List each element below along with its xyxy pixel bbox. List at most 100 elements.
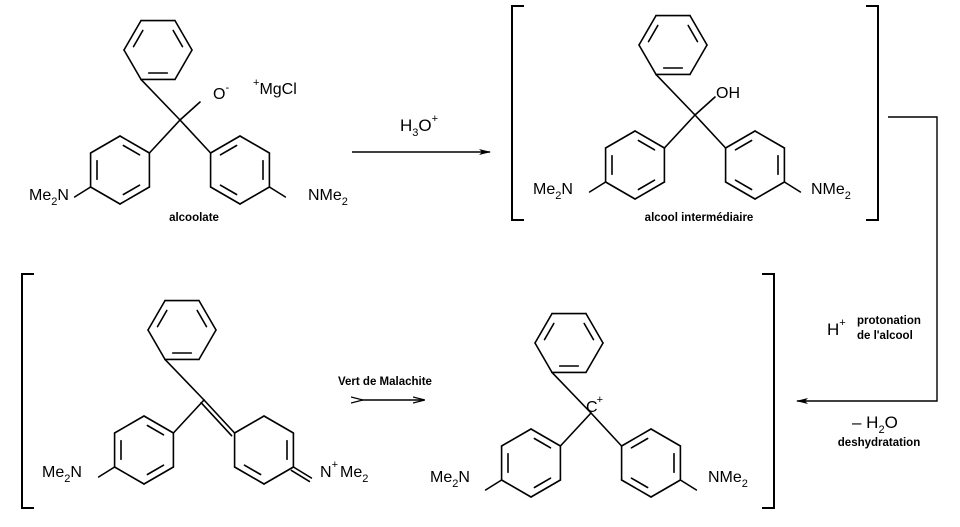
alcool-label: alcool intermédiaire	[645, 212, 754, 224]
carbocation-bond-right	[590, 412, 623, 447]
carbocation-aryl-right-bond	[620, 479, 652, 498]
alcoolate-phenyl-bond	[174, 19, 193, 51]
alcool-me2n-left: Me2N	[533, 181, 573, 202]
malachite-exo-double-bond	[200, 401, 233, 437]
carbocation-aryl-left-double-bond	[533, 477, 552, 489]
alcoolate-aryl-left-bond	[119, 135, 151, 154]
carbocation-me2n-left: Me2N	[430, 469, 470, 490]
malachite-phenyl-bond	[198, 329, 217, 361]
bracket-product-left	[21, 273, 34, 509]
malachite-aryl-left-double-bond	[146, 424, 165, 436]
alcoolate-aryl-right-double-bond	[219, 144, 238, 156]
alcoolate-bond-n-right	[268, 186, 287, 198]
alcool-bond-n-right	[783, 181, 802, 193]
alcoolate-nme2-right: NMe2	[308, 187, 348, 208]
alcool-aryl-left-double-bond	[637, 179, 656, 191]
carbocation-phenyl-bond	[585, 312, 604, 344]
alcoolate-aryl-right-double-bond	[219, 184, 238, 196]
alcool-aryl-left-double-bond	[637, 139, 656, 151]
malachite-aryl-left-bond	[113, 466, 145, 485]
carbocation-nme2-right: NMe2	[708, 469, 748, 490]
dehydration-label: deshydratation	[838, 437, 920, 449]
carbocation-phenyl-bond	[534, 312, 553, 344]
malachite-bond-left	[172, 399, 205, 434]
alcool-aryl-right-double-bond	[734, 179, 753, 191]
malachite-aryl-right-bond	[263, 415, 295, 434]
malachite-aryl-left-bond	[143, 466, 175, 485]
carbocation-phenyl-double-bond	[583, 322, 595, 341]
alcoolate-bond-phenyl	[140, 78, 181, 121]
alcoolate-aryl-right-bond	[239, 135, 271, 154]
alcool-phenyl-bond	[689, 14, 708, 46]
alcool-aryl-right-bond	[754, 130, 786, 149]
carbocation-aryl-left-bond	[530, 428, 562, 447]
alcoolate-aryl-left-bond	[89, 186, 121, 205]
structures	[73, 14, 802, 498]
protonation-label-line1: protonation	[857, 315, 921, 327]
alcoolate-me2n-left: Me2N	[29, 187, 69, 208]
protonation-label-line2: de l'alcool	[857, 330, 913, 342]
reaction-arrow-dehydration	[796, 116, 938, 404]
carbocation-aryl-left-bond	[530, 479, 562, 498]
carbocation-phenyl-double-bond	[543, 322, 555, 341]
carbocation-aryl-right-double-bond	[630, 437, 649, 449]
malachite-aryl-right-double-bond	[243, 464, 262, 476]
alcool-phenyl-bond	[638, 14, 657, 46]
elimination-h2o: – H2O	[852, 413, 898, 436]
alcool-bond-right	[694, 114, 727, 149]
malachite-aryl-right-bond	[233, 415, 265, 434]
malachite-bond-phenyl	[164, 358, 205, 401]
carbocation-bond-phenyl	[551, 371, 592, 414]
carbocation-aryl-left-double-bond	[533, 437, 552, 449]
alcoolate-aryl-right-bond	[239, 186, 271, 205]
carbocation-aryl-right-double-bond	[630, 477, 649, 489]
alcoolate-phenyl-double-bond	[172, 29, 184, 48]
alcoolate-aryl-right-bond	[209, 135, 241, 154]
alcool-aryl-left-bond	[604, 130, 636, 149]
carbocation-aryl-left-bond	[500, 479, 532, 498]
alcool-phenyl-bond	[689, 44, 708, 76]
carbocation-phenyl-bond	[585, 342, 604, 374]
malachite-aryl-right-bond	[233, 466, 265, 485]
malachite-aryl-right-bond	[263, 466, 295, 485]
alcool-bond-left	[663, 114, 696, 149]
alcool-phenyl-double-bond	[647, 24, 659, 43]
alcoolate-bond-n-left	[73, 186, 92, 198]
alcool-bond-oxygen	[694, 96, 716, 116]
malachite-phenyl-bond	[198, 299, 217, 331]
carbocation-bond-n-left	[484, 479, 503, 491]
reagent-h-plus: H+	[827, 317, 846, 339]
alcool-nme2-right: NMe2	[811, 181, 851, 202]
alcoolate-phenyl-bond	[174, 49, 193, 81]
carbocation-aryl-right-bond	[650, 428, 682, 447]
alcoolate-aryl-left-bond	[89, 135, 121, 154]
alcool-aryl-right-bond	[754, 181, 786, 200]
alcoolate-phenyl-bond	[123, 19, 142, 51]
alcoolate-aryl-right-bond	[209, 186, 241, 205]
carbocation-phenyl-bond	[534, 342, 553, 374]
alcool-aryl-left-bond	[634, 130, 666, 149]
bracket-alcool-left	[511, 5, 524, 221]
malachite-iminium-double-bond	[290, 469, 311, 483]
alcoolate-label: alcoolate	[169, 212, 219, 224]
alcool-bond-n-left	[588, 181, 607, 193]
malachite-phenyl-bond	[147, 299, 166, 331]
bracket-product-right	[762, 273, 775, 509]
counterion-mgcl: +MgCl	[253, 77, 297, 98]
carbocation-bond-n-right	[679, 479, 698, 491]
alcool-aryl-right-double-bond	[734, 139, 753, 151]
carbocation-bond-left	[559, 412, 592, 447]
alcoolate-aryl-left-double-bond	[122, 144, 141, 156]
alcool-phenyl-bond	[638, 44, 657, 76]
alcool-aryl-left-bond	[604, 181, 636, 200]
malachite-phenyl-bond	[147, 329, 166, 361]
malachite-aryl-left-bond	[113, 415, 145, 434]
alcoolate-aryl-left-bond	[119, 186, 151, 205]
alcool-phenyl-double-bond	[687, 24, 699, 43]
reagent-h3o: H3O+	[400, 113, 438, 139]
alcool-aryl-left-bond	[634, 181, 666, 200]
alkoxide-oxygen: O-	[213, 82, 229, 103]
malachite-exo-double-bond	[203, 399, 236, 434]
alcoolate-bond-right	[179, 119, 212, 154]
